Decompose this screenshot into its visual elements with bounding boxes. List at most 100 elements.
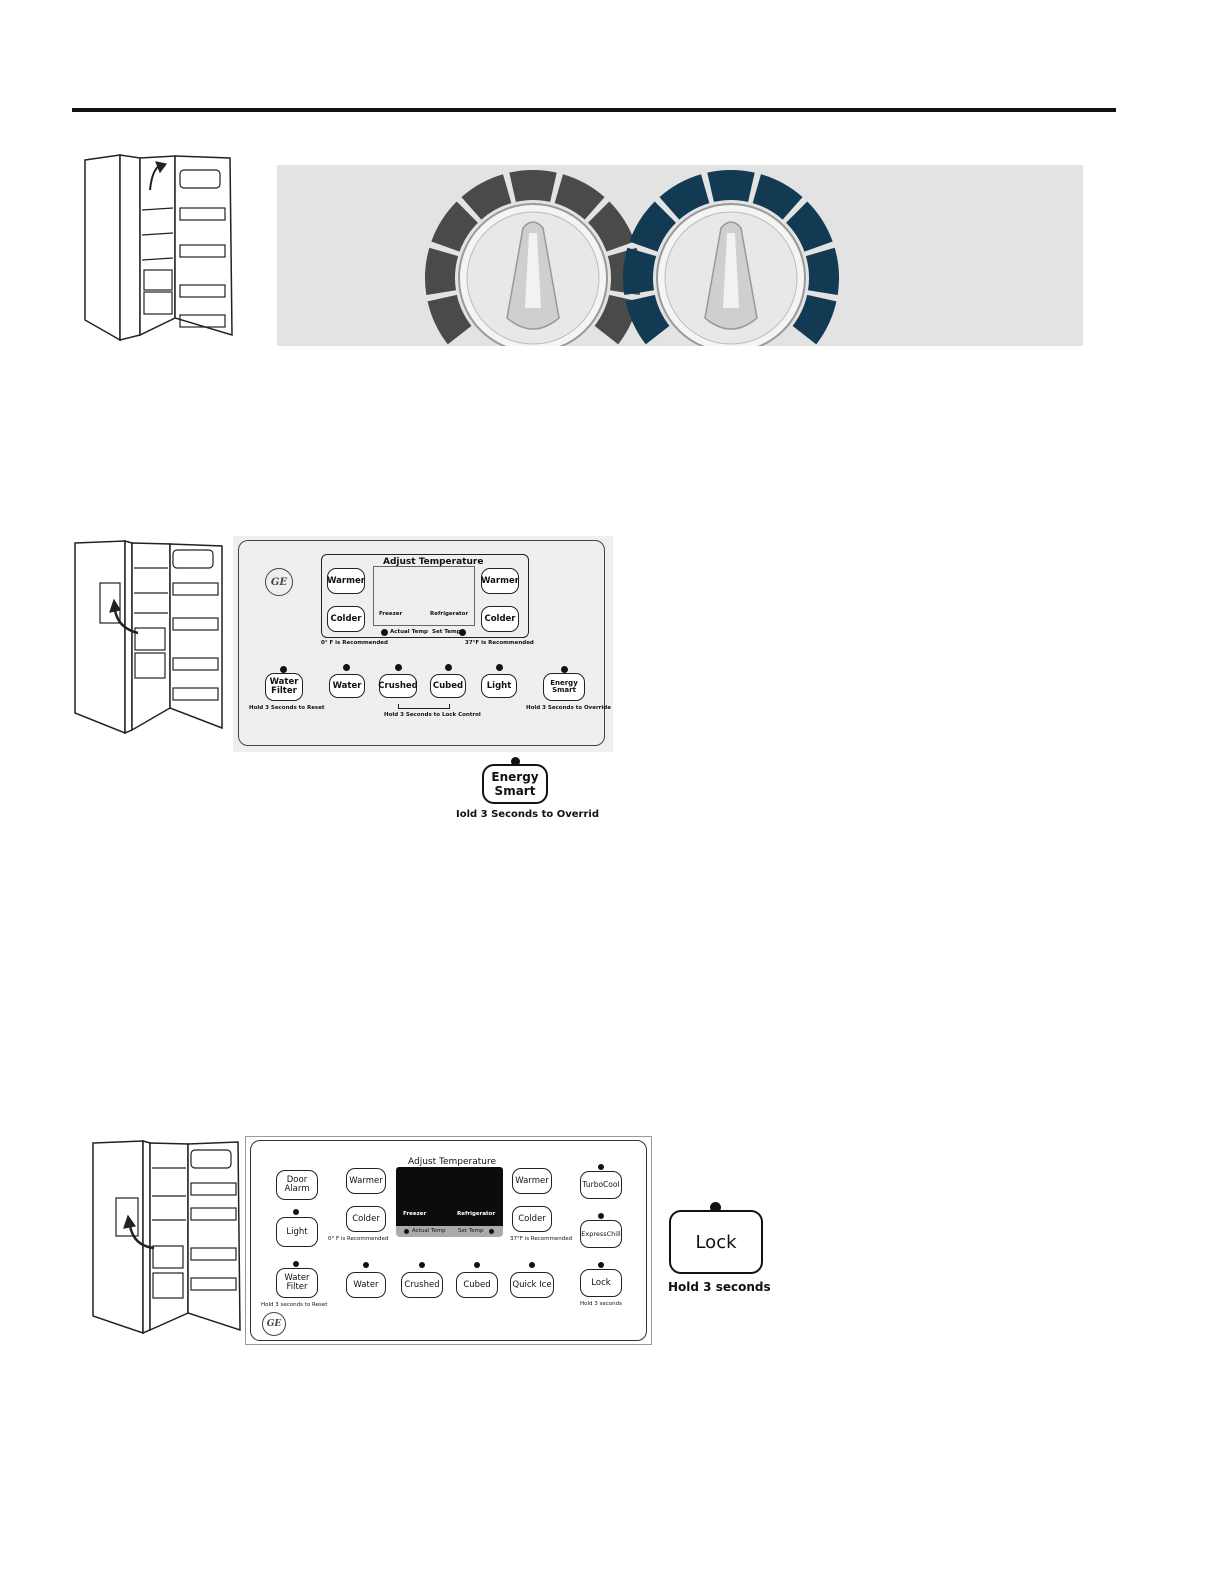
water-filter-button[interactable]: Water Filter — [276, 1268, 318, 1298]
fridge-dial-segment — [752, 174, 803, 220]
freezer-dial-segment — [431, 201, 478, 252]
set-temp-indicator — [489, 1229, 494, 1234]
light-indicator — [293, 1209, 299, 1215]
actual-temp-label: Actual Temp — [390, 629, 428, 635]
freezer-label: Freezer — [379, 611, 403, 617]
dials-graphic — [425, 170, 839, 346]
turbocool-indicator — [598, 1164, 604, 1170]
dial-panel — [277, 165, 1083, 346]
fridge-recommended: 37°F is Recommended — [465, 640, 534, 646]
freezer-recommended: 0° F is Recommended — [328, 1236, 389, 1242]
expresschill-button[interactable]: ExpressChill — [580, 1220, 622, 1248]
crushed-indicator — [395, 664, 402, 671]
expresschill-indicator — [598, 1213, 604, 1219]
control-panel-b: Adjust Temperature Door Alarm Light Wate… — [245, 1136, 652, 1345]
fridge-illustration-middle — [74, 540, 223, 735]
temp-legend-bar — [396, 1226, 503, 1237]
freezer-dial-segment — [427, 294, 472, 345]
light-button[interactable]: Light — [276, 1217, 318, 1247]
warmer-left-button[interactable]: Warmer — [327, 568, 365, 594]
fridge-dial-segment — [623, 247, 657, 296]
crushed-button[interactable]: Crushed — [378, 674, 418, 698]
control-panel-b-frame — [250, 1140, 647, 1341]
lock-note: Hold 3 seconds — [580, 1301, 622, 1307]
crushed-button[interactable]: Crushed — [401, 1272, 443, 1298]
energy-smart-callout-button[interactable]: Energy Smart — [482, 764, 548, 804]
fridge-dial-segment — [659, 174, 710, 220]
cubed-indicator — [445, 664, 452, 671]
refrigerator-label: Refrigerator — [457, 1211, 496, 1217]
door-alarm-button[interactable]: Door Alarm — [276, 1170, 318, 1200]
fridge-illustration-top — [84, 154, 233, 342]
control-panel-a: GE Adjust Temperature Warmer Colder Warm… — [233, 536, 613, 752]
cubed-button[interactable]: Cubed — [430, 674, 466, 698]
energy-callout-indicator — [511, 757, 520, 766]
warmer-right-button[interactable]: Warmer — [481, 568, 519, 594]
fridge-dial-segment — [625, 294, 670, 345]
colder-right-button[interactable]: Colder — [481, 606, 519, 632]
cubed-indicator — [474, 1262, 480, 1268]
water-indicator — [343, 664, 350, 671]
turbocool-button[interactable]: TurboCool — [580, 1171, 622, 1199]
fridge-dial-segment — [707, 170, 755, 202]
ge-logo: GE — [262, 1312, 286, 1336]
freezer-dial-segment — [554, 174, 605, 220]
freezer-dial-highlight — [525, 233, 541, 308]
fridge-dial-highlight — [723, 233, 739, 308]
quick-ice-indicator — [529, 1262, 535, 1268]
temp-box — [321, 554, 529, 638]
colder-right-button[interactable]: Colder — [512, 1206, 552, 1232]
ge-logo: GE — [265, 568, 293, 596]
cubed-button[interactable]: Cubed — [456, 1272, 498, 1298]
energy-smart-callout-caption: Iold 3 Seconds to Overrid — [456, 809, 599, 820]
lock-indicator — [598, 1262, 604, 1268]
water-filter-note: Hold 3 seconds to Reset — [261, 1302, 328, 1308]
set-temp-label: Set Temp — [458, 1228, 484, 1234]
colder-left-button[interactable]: Colder — [327, 606, 365, 632]
adjust-temperature-title: Adjust Temperature — [383, 557, 484, 567]
colder-left-button[interactable]: Colder — [346, 1206, 386, 1232]
lock-button[interactable]: Lock — [580, 1269, 622, 1297]
warmer-right-button[interactable]: Warmer — [512, 1168, 552, 1194]
energy-smart-note: Hold 3 Seconds to Override — [526, 705, 611, 711]
freezer-dial-segment — [509, 170, 557, 202]
light-button[interactable]: Light — [481, 674, 517, 698]
set-temp-label: Set Temp — [432, 629, 461, 635]
actual-temp-label: Actual Temp — [412, 1228, 446, 1234]
fridge-recommended: 37°F is Recommended — [510, 1236, 573, 1242]
temp-display — [396, 1167, 503, 1229]
lock-bracket — [398, 704, 450, 709]
water-filter-button[interactable]: Water Filter — [265, 673, 303, 701]
water-filter-note: Hold 3 Seconds to Reset — [249, 705, 325, 711]
light-indicator — [496, 664, 503, 671]
crushed-indicator — [419, 1262, 425, 1268]
control-panel-a-frame — [238, 540, 605, 746]
water-button[interactable]: Water — [346, 1272, 386, 1298]
fridge-dial-segment — [792, 294, 837, 345]
energy-smart-button[interactable]: Energy Smart — [543, 673, 585, 701]
lock-control-note: Hold 3 Seconds to Lock Control — [384, 712, 481, 718]
fridge-dial-segment — [629, 201, 676, 252]
warmer-left-button[interactable]: Warmer — [346, 1168, 386, 1194]
freezer-dial-segment — [425, 247, 459, 296]
water-indicator — [363, 1262, 369, 1268]
refrigerator-label: Refrigerator — [430, 611, 469, 617]
actual-temp-indicator — [381, 629, 388, 636]
lock-callout-button[interactable]: Lock — [669, 1210, 763, 1274]
energy-smart-indicator — [561, 666, 568, 673]
fridge-dial-segment — [805, 247, 839, 296]
freezer-label: Freezer — [403, 1211, 427, 1217]
quick-ice-button[interactable]: Quick Ice — [510, 1272, 554, 1298]
water-filter-indicator — [293, 1261, 299, 1267]
set-temp-indicator — [459, 629, 466, 636]
lock-callout-caption: Hold 3 seconds — [668, 1280, 771, 1294]
temp-display — [373, 566, 475, 626]
fridge-illustration-bottom — [92, 1140, 241, 1335]
actual-temp-indicator — [404, 1229, 409, 1234]
adjust-temperature-title: Adjust Temperature — [408, 1157, 497, 1167]
freezer-dial-segment — [461, 174, 512, 220]
lock-callout-indicator — [710, 1202, 721, 1213]
freezer-dial-segment — [588, 201, 635, 252]
water-button[interactable]: Water — [329, 674, 365, 698]
header-rule — [72, 108, 1116, 112]
